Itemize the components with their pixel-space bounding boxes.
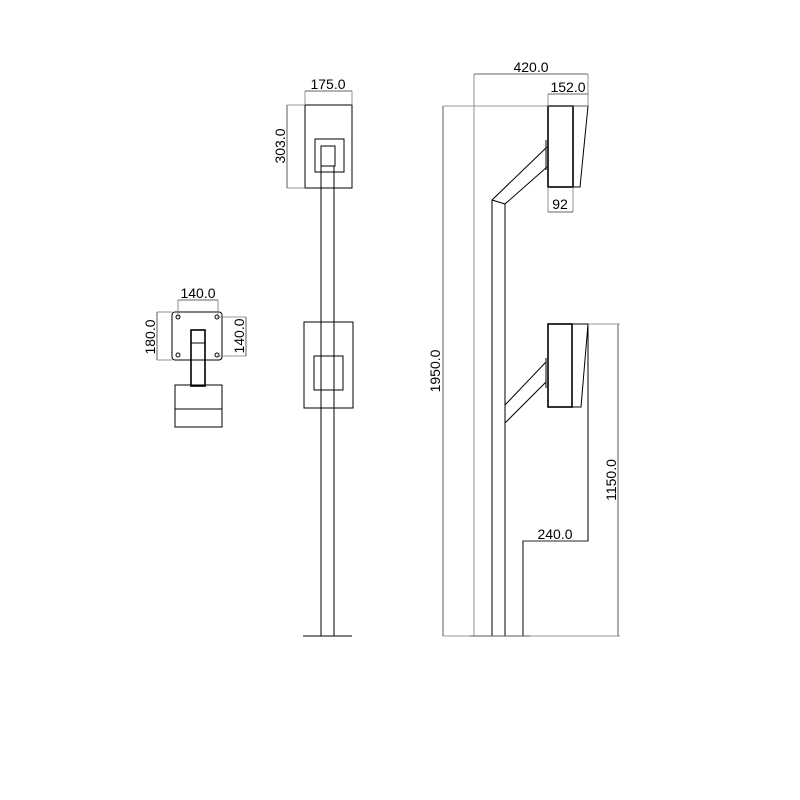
lower-reach-label: 240.0 [537, 526, 572, 542]
top-width-label: 140.0 [180, 285, 215, 301]
front-width-label: 175.0 [310, 76, 345, 92]
upper-hood [573, 105, 589, 188]
arm-stem [190, 329, 206, 387]
top-height-label: 180.0 [142, 319, 158, 354]
hood-label: 152.0 [550, 79, 585, 95]
lower-height-label: 1150.0 [603, 459, 619, 501]
mount-holes [175, 314, 220, 358]
depth-label: 92 [552, 196, 568, 212]
top-hole-spacing-label: 140.0 [231, 318, 247, 353]
top-view: 140.0 180.0 140.0 [142, 285, 247, 428]
mount-plate [171, 311, 223, 361]
reach-label: 420.0 [513, 59, 548, 75]
lower-hood [572, 323, 589, 408]
camera-housing-top [174, 384, 223, 428]
side-view: 420.0 152.0 92 1950.0 1150.0 240.0 [427, 59, 620, 637]
front-height-label: 303.0 [272, 128, 288, 163]
total-height-label: 1950.0 [427, 349, 443, 392]
lower-camera-side [547, 323, 573, 408]
upper-camera-side [547, 105, 574, 188]
front-view: 175.0 303.0 [272, 76, 354, 637]
